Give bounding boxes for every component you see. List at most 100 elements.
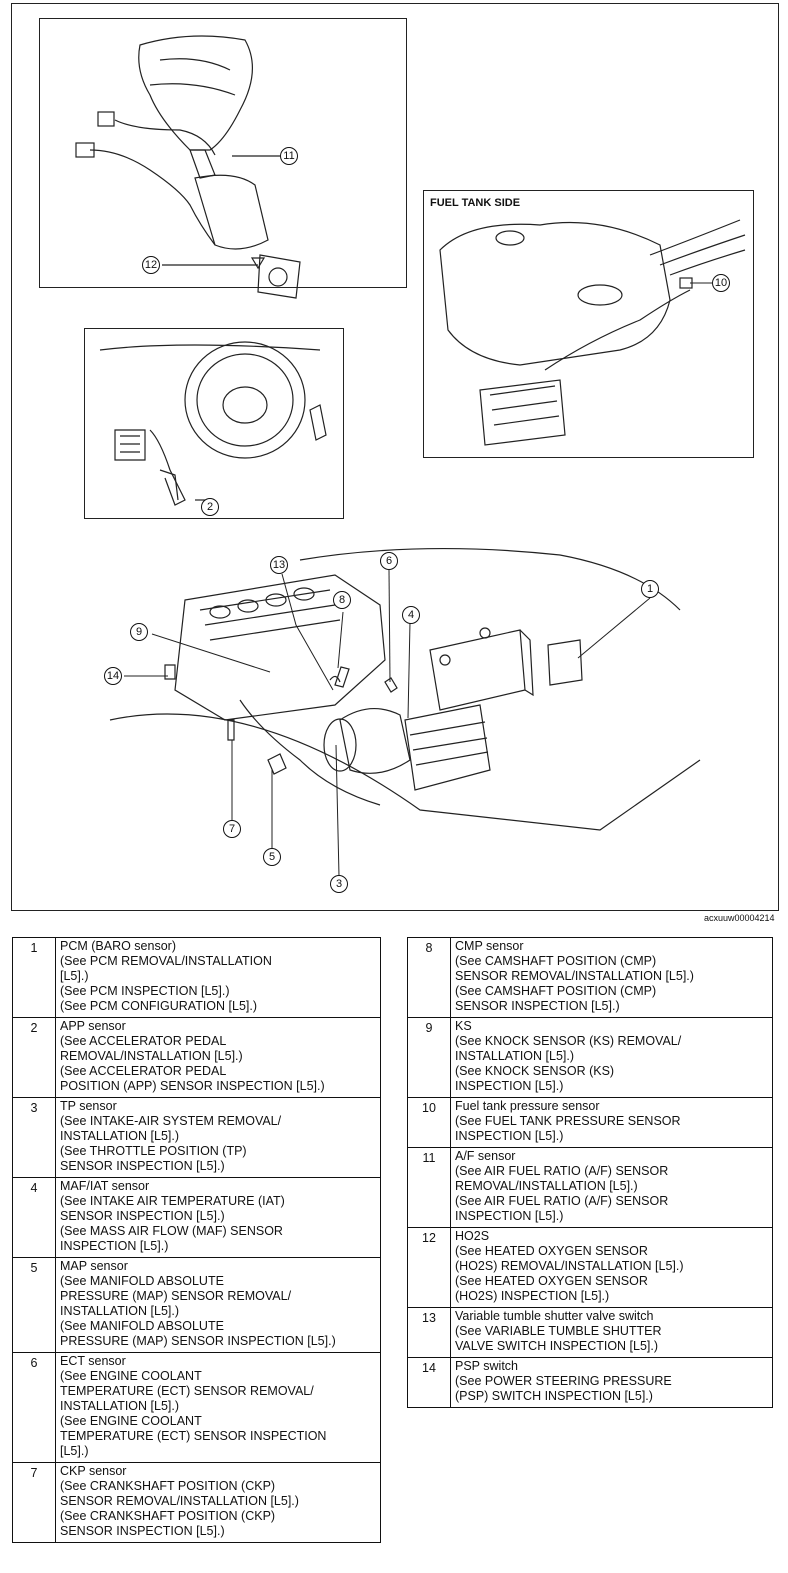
callout-13: 13	[270, 556, 288, 574]
legend-line: (HO2S) INSPECTION [L5].)	[455, 1289, 610, 1303]
legend-line: (See MANIFOLD ABSOLUTE	[60, 1274, 224, 1288]
diagram-frame	[11, 3, 779, 911]
legend-line: PCM (BARO sensor)	[60, 939, 176, 953]
legend-line: TEMPERATURE (ECT) SENSOR REMOVAL/	[60, 1384, 314, 1398]
legend-line: (See CRANKSHAFT POSITION (CKP)	[60, 1509, 276, 1523]
legend-line: [L5].)	[60, 1444, 89, 1458]
legend-number: 12	[407, 1227, 451, 1308]
callout-6: 6	[380, 552, 398, 570]
legend-line: (See PCM CONFIGURATION [L5].)	[60, 999, 258, 1013]
legend-line: KS	[455, 1019, 472, 1033]
legend-description: PSP switch(See POWER STEERING PRESSURE(P…	[450, 1357, 773, 1408]
legend-number: 9	[407, 1017, 451, 1098]
legend-line: (See INTAKE-AIR SYSTEM REMOVAL/	[60, 1114, 282, 1128]
legend-line: ECT sensor	[60, 1354, 126, 1368]
fuel-tank-drawing	[439, 219, 746, 446]
callout-9: 9	[130, 623, 148, 641]
legend-line: INSTALLATION [L5].)	[60, 1129, 180, 1143]
legend-description: MAF/IAT sensor(See INTAKE AIR TEMPERATUR…	[55, 1177, 381, 1258]
legend-line: [L5].)	[60, 969, 89, 983]
legend-line: MAF/IAT sensor	[60, 1179, 150, 1193]
legend-description: KS(See KNOCK SENSOR (KS) REMOVAL/INSTALL…	[450, 1017, 773, 1098]
legend-description: CKP sensor(See CRANKSHAFT POSITION (CKP)…	[55, 1462, 381, 1543]
callout-2: 2	[201, 498, 219, 516]
exhaust-inset	[39, 18, 407, 288]
legend-line: CMP sensor	[455, 939, 524, 953]
callout-12: 12	[142, 256, 160, 274]
engine-bay-drawing	[109, 547, 701, 831]
legend-line: INSPECTION [L5].)	[455, 1079, 564, 1093]
document-id: acxuuw00004214	[704, 913, 775, 923]
legend-description: Variable tumble shutter valve switch(See…	[450, 1307, 773, 1358]
legend-description: PCM (BARO sensor)(See PCM REMOVAL/INSTAL…	[55, 937, 381, 1018]
legend-line: A/F sensor	[455, 1149, 516, 1163]
legend-line: CKP sensor	[60, 1464, 127, 1478]
legend-description: Fuel tank pressure sensor(See FUEL TANK …	[450, 1097, 773, 1148]
legend-line: SENSOR INSPECTION [L5].)	[60, 1209, 225, 1223]
legend-line: (See THROTTLE POSITION (TP)	[60, 1144, 247, 1158]
legend-number: 1	[12, 937, 56, 1018]
legend-line: REMOVAL/INSTALLATION [L5].)	[455, 1179, 638, 1193]
legend-description: TP sensor(See INTAKE-AIR SYSTEM REMOVAL/…	[55, 1097, 381, 1178]
legend-line: INSTALLATION [L5].)	[455, 1049, 575, 1063]
legend-description: A/F sensor(See AIR FUEL RATIO (A/F) SENS…	[450, 1147, 773, 1228]
legend-line: (See CRANKSHAFT POSITION (CKP)	[60, 1479, 276, 1493]
legend-line: (See POWER STEERING PRESSURE	[455, 1374, 672, 1388]
callout-8: 8	[333, 591, 351, 609]
legend-line: TEMPERATURE (ECT) SENSOR INSPECTION	[60, 1429, 327, 1443]
callout-1: 1	[641, 580, 659, 598]
legend-line: (See PCM INSPECTION [L5].)	[60, 984, 230, 998]
exhaust-manifold-drawing	[75, 35, 301, 299]
steering-drawing	[99, 341, 327, 506]
legend-line: (See AIR FUEL RATIO (A/F) SENSOR	[455, 1194, 669, 1208]
legend-line: INSPECTION [L5].)	[455, 1129, 564, 1143]
legend-line: (See INTAKE AIR TEMPERATURE (IAT)	[60, 1194, 285, 1208]
callout-4: 4	[402, 606, 420, 624]
callout-10: 10	[712, 274, 730, 292]
legend-line: POSITION (APP) SENSOR INSPECTION [L5].)	[60, 1079, 325, 1093]
legend-line: (See ENGINE COOLANT	[60, 1414, 202, 1428]
legend-line: (See AIR FUEL RATIO (A/F) SENSOR	[455, 1164, 669, 1178]
legend-line: SENSOR REMOVAL/INSTALLATION [L5].)	[455, 969, 694, 983]
callout-11: 11	[280, 147, 298, 165]
legend-line: SENSOR INSPECTION [L5].)	[60, 1159, 225, 1173]
legend-line: PRESSURE (MAP) SENSOR REMOVAL/	[60, 1289, 292, 1303]
legend-number: 5	[12, 1257, 56, 1353]
legend-number: 10	[407, 1097, 451, 1148]
legend-line: (See KNOCK SENSOR (KS) REMOVAL/	[455, 1034, 682, 1048]
legend-line: INSPECTION [L5].)	[455, 1209, 564, 1223]
legend-line: PSP switch	[455, 1359, 518, 1373]
legend-description: CMP sensor(See CAMSHAFT POSITION (CMP)SE…	[450, 937, 773, 1018]
legend-line: APP sensor	[60, 1019, 126, 1033]
legend-number: 7	[12, 1462, 56, 1543]
legend-line: (See ACCELERATOR PEDAL	[60, 1064, 227, 1078]
legend-line: SENSOR INSPECTION [L5].)	[455, 999, 620, 1013]
legend-line: (HO2S) REMOVAL/INSTALLATION [L5].)	[455, 1259, 684, 1273]
legend-line: VALVE SWITCH INSPECTION [L5].)	[455, 1339, 659, 1353]
legend-number: 3	[12, 1097, 56, 1178]
legend-line: (See MASS AIR FLOW (MAF) SENSOR	[60, 1224, 283, 1238]
legend-line: INSPECTION [L5].)	[60, 1239, 169, 1253]
legend-number: 14	[407, 1357, 451, 1408]
legend-line: SENSOR REMOVAL/INSTALLATION [L5].)	[60, 1494, 299, 1508]
legend-number: 13	[407, 1307, 451, 1358]
steering-inset	[84, 328, 344, 519]
legend-line: (See ENGINE COOLANT	[60, 1369, 202, 1383]
legend-number: 6	[12, 1352, 56, 1463]
